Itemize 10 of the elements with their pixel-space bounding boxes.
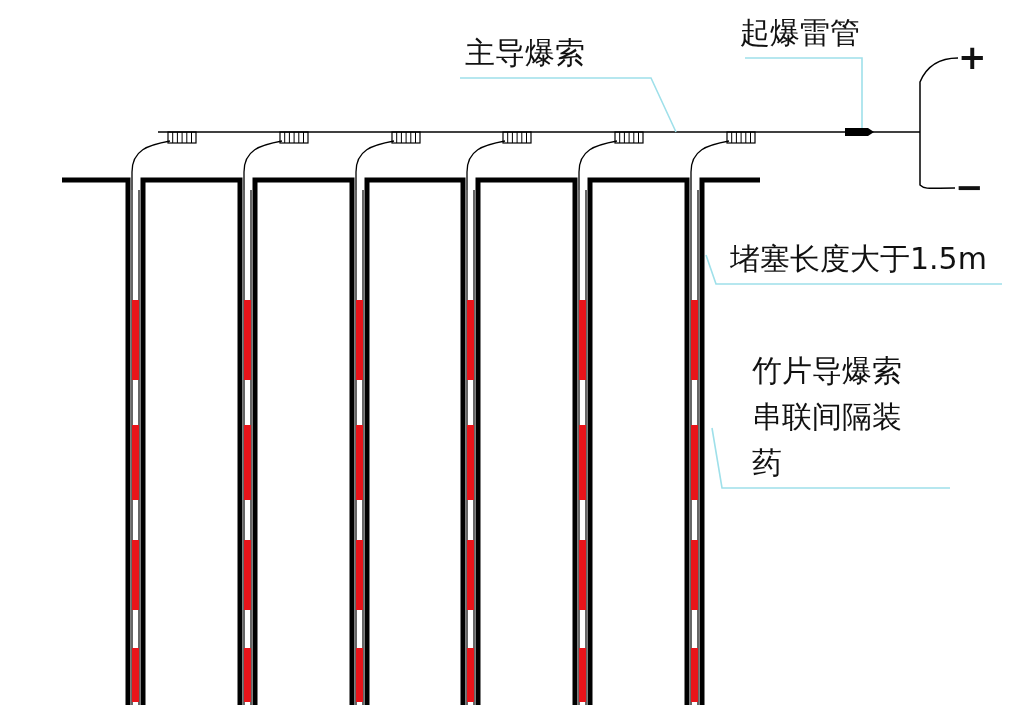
callout-text: 堵塞长度大于1.5m <box>730 236 987 282</box>
leader-line <box>459 77 677 133</box>
callout-text: 起爆雷管 <box>740 10 860 56</box>
leader-line <box>705 254 1003 285</box>
plus-sign: + <box>958 40 987 74</box>
callout-text: 主导爆索 <box>465 30 585 76</box>
leader-line <box>711 427 951 489</box>
minus-sign: − <box>955 170 984 204</box>
leader-line <box>744 57 863 129</box>
callout-text: 竹片导爆索串联间隔装药 <box>752 348 935 486</box>
